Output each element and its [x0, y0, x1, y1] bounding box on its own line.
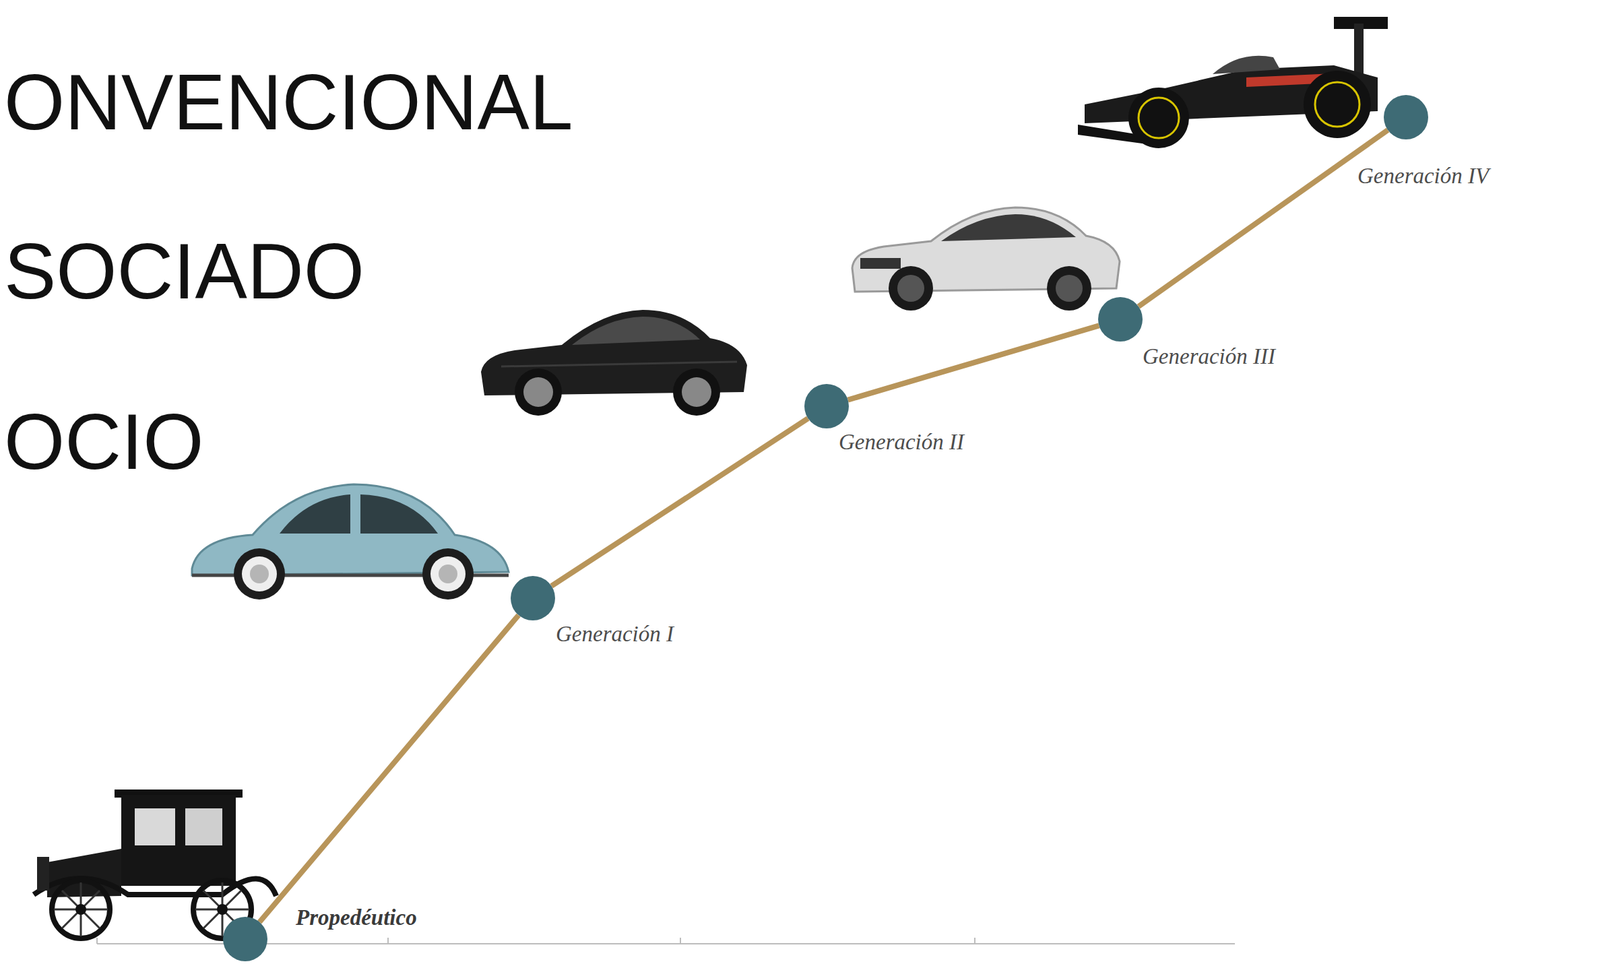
illustration-part	[438, 564, 458, 584]
illustration-part	[974, 937, 976, 944]
beetle-car	[192, 484, 509, 600]
progress-line	[551, 418, 809, 587]
milestone-dot: Generación IV	[1383, 94, 1429, 140]
illustration-part	[1138, 97, 1179, 139]
illustration-part	[75, 904, 87, 915]
illustration-part	[61, 890, 100, 929]
illustration-part	[860, 258, 901, 269]
model-t-car	[33, 789, 277, 939]
stage-label: Propedéutico	[295, 904, 418, 932]
illustration-part	[1303, 70, 1371, 139]
illustration-part	[1212, 55, 1280, 75]
illustration-part	[37, 856, 50, 891]
illustration-part	[673, 368, 721, 416]
illustration-part	[53, 882, 250, 937]
illustration-part	[241, 556, 277, 592]
illustration-part	[941, 214, 1076, 242]
illustration-part	[216, 904, 228, 915]
illustration-part	[571, 316, 700, 345]
illustration-part	[249, 564, 269, 584]
illustration-part	[1354, 23, 1364, 78]
illustration-part	[1315, 82, 1360, 127]
illustration-part	[185, 808, 223, 846]
illustration-part	[134, 808, 176, 846]
heading-fragment: SOCIADO	[4, 232, 365, 311]
stage-label: Generación III	[1142, 343, 1276, 371]
illustration-part	[679, 937, 682, 944]
illustration-part	[501, 361, 738, 367]
illustration-part	[897, 274, 925, 302]
illustration-part	[523, 377, 554, 407]
illustration-part	[888, 266, 934, 311]
milestone-dot: Generación II	[804, 384, 849, 429]
progress-line	[848, 325, 1100, 400]
illustration-part	[279, 494, 351, 534]
bmw-car	[852, 207, 1120, 311]
illustration-part	[1128, 87, 1190, 149]
illustration-part	[96, 937, 98, 944]
stage-label: Generación II	[838, 429, 965, 457]
illustration-part	[61, 890, 100, 929]
heading-fragment: OCIO	[4, 402, 204, 482]
illustration-part	[514, 368, 562, 416]
illustration-part	[422, 548, 474, 600]
illustration-part	[360, 494, 438, 534]
illustration-part	[97, 943, 1235, 945]
progress-line	[1138, 130, 1388, 307]
milestone-dot: Generación I	[510, 576, 556, 621]
milestone-dot: Propedéutico	[222, 916, 268, 962]
f1-car	[1077, 16, 1388, 149]
stage-label: Generación IV	[1357, 163, 1489, 190]
progress-line	[259, 615, 519, 923]
heading-fragment: ONVENCIONAL	[4, 63, 573, 142]
sedan-car	[481, 309, 748, 416]
illustration-part	[1055, 274, 1083, 302]
baseline-axis	[97, 937, 1235, 944]
illustration-part	[233, 548, 285, 600]
stage-label: Generación I	[555, 621, 674, 649]
illustration-part	[51, 880, 110, 939]
milestone-dot: Generación III	[1098, 297, 1143, 342]
illustration-part	[1046, 266, 1092, 311]
illustration-part	[681, 377, 712, 407]
illustration-part	[387, 937, 389, 944]
illustration-part	[430, 556, 466, 592]
illustration-part	[121, 794, 236, 886]
